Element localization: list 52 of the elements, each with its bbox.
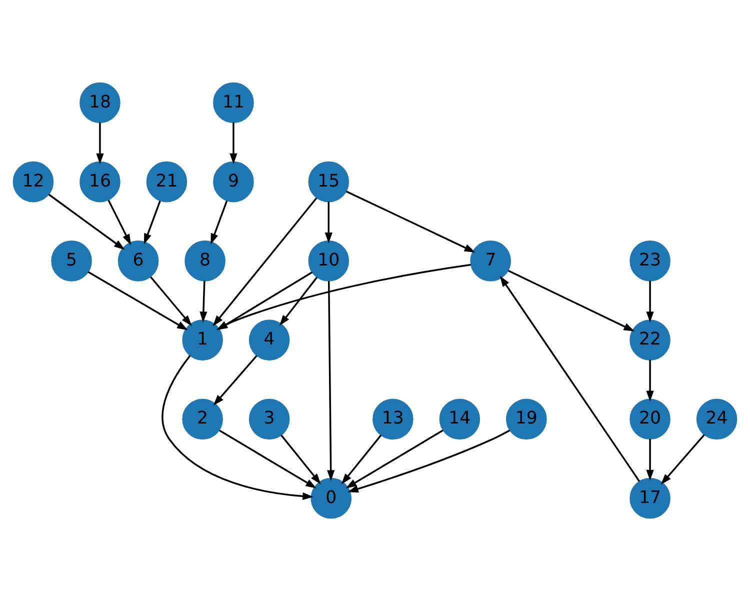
arrow (346, 190, 476, 252)
node-circle: 24 (696, 398, 738, 440)
node-circle: 17 (630, 477, 670, 518)
arrow (150, 276, 192, 326)
node-circle: 16 (80, 160, 120, 202)
arrow (162, 354, 314, 500)
node-circle: 9 (213, 160, 254, 202)
node-circle: 6 (118, 240, 159, 281)
node-circle: 15 (308, 160, 350, 202)
arrow (108, 199, 131, 245)
arrow (213, 354, 258, 406)
arrow (200, 280, 208, 322)
arrow (660, 434, 705, 484)
arrow (341, 434, 382, 484)
arrow (324, 201, 332, 243)
node-circle: 18 (80, 82, 120, 123)
arrow (279, 276, 318, 326)
node-circle: 2 (182, 398, 223, 440)
arrow (346, 429, 444, 488)
arrow (646, 359, 654, 402)
node-circle: 21 (146, 160, 188, 202)
node-circle: 20 (630, 398, 670, 440)
node-circle: 8 (184, 240, 226, 281)
node-circle: 7 (470, 240, 511, 281)
arrow (88, 270, 188, 330)
arrow (144, 200, 161, 244)
node-circle: 5 (51, 240, 92, 281)
node-circle: 12 (12, 160, 54, 202)
node-circle: 1 (182, 319, 223, 360)
arrow (508, 269, 635, 331)
arrow (212, 196, 318, 326)
arrow (327, 280, 335, 481)
node-circle: 23 (630, 240, 670, 281)
arrow (230, 122, 238, 164)
node-circle: 3 (248, 398, 290, 440)
arrow (96, 122, 104, 164)
node-circle: 13 (372, 398, 414, 440)
node-circle: 11 (213, 82, 254, 123)
node-circle: 19 (506, 398, 547, 440)
node-circle: 4 (248, 319, 290, 360)
arrow (210, 200, 228, 244)
node-circle: 14 (439, 398, 480, 440)
arrow (500, 275, 640, 482)
arrow (48, 193, 125, 250)
arrow (646, 438, 654, 480)
arrow (218, 429, 317, 488)
node-circle: 0 (310, 477, 352, 518)
node-circle: 22 (630, 319, 670, 360)
arrow (646, 280, 654, 322)
arrow (280, 434, 321, 484)
node-circle: 10 (308, 240, 350, 281)
arrow (347, 429, 510, 492)
